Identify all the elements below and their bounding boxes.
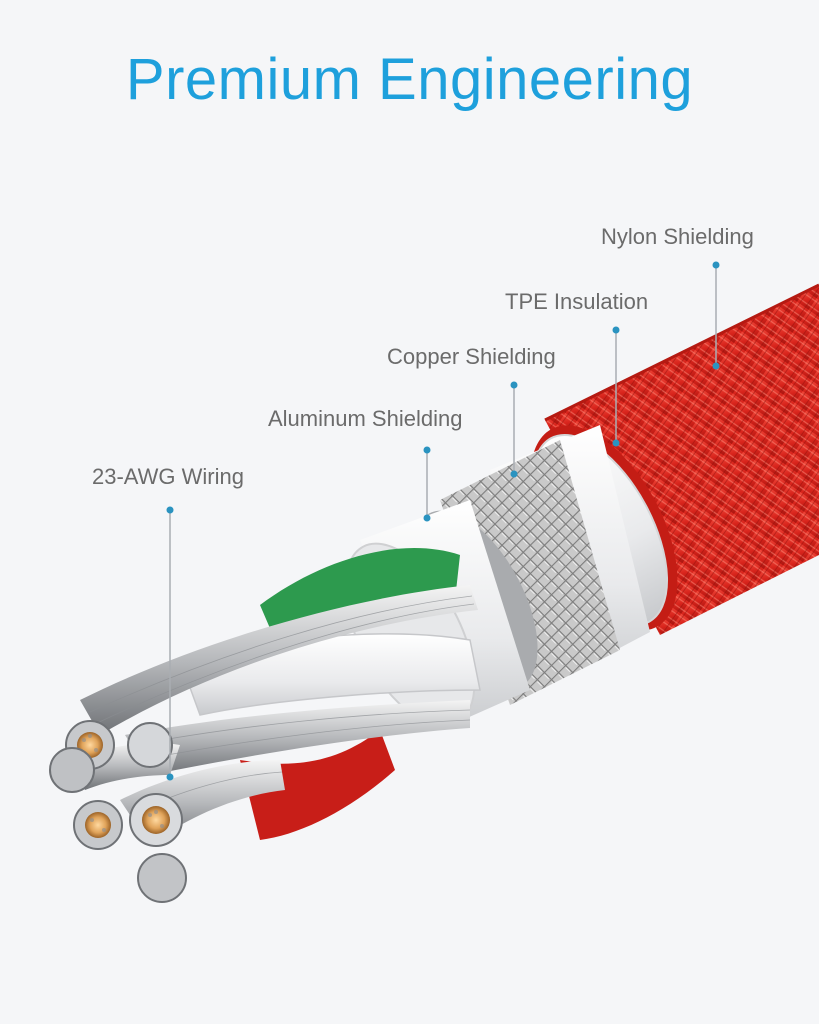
page-title: Premium Engineering — [125, 47, 694, 112]
label-copper-shielding: Copper Shielding — [387, 344, 556, 369]
wire-ends — [49, 720, 187, 903]
callout-lines — [169, 265, 717, 777]
label-awg-wiring: 23-AWG Wiring — [92, 464, 244, 489]
callout-dots — [166, 261, 720, 781]
label-aluminum-shielding: Aluminum Shielding — [268, 406, 463, 431]
label-nylon-shielding: Nylon Shielding — [601, 224, 754, 249]
label-tpe-insulation: TPE Insulation — [505, 289, 649, 314]
